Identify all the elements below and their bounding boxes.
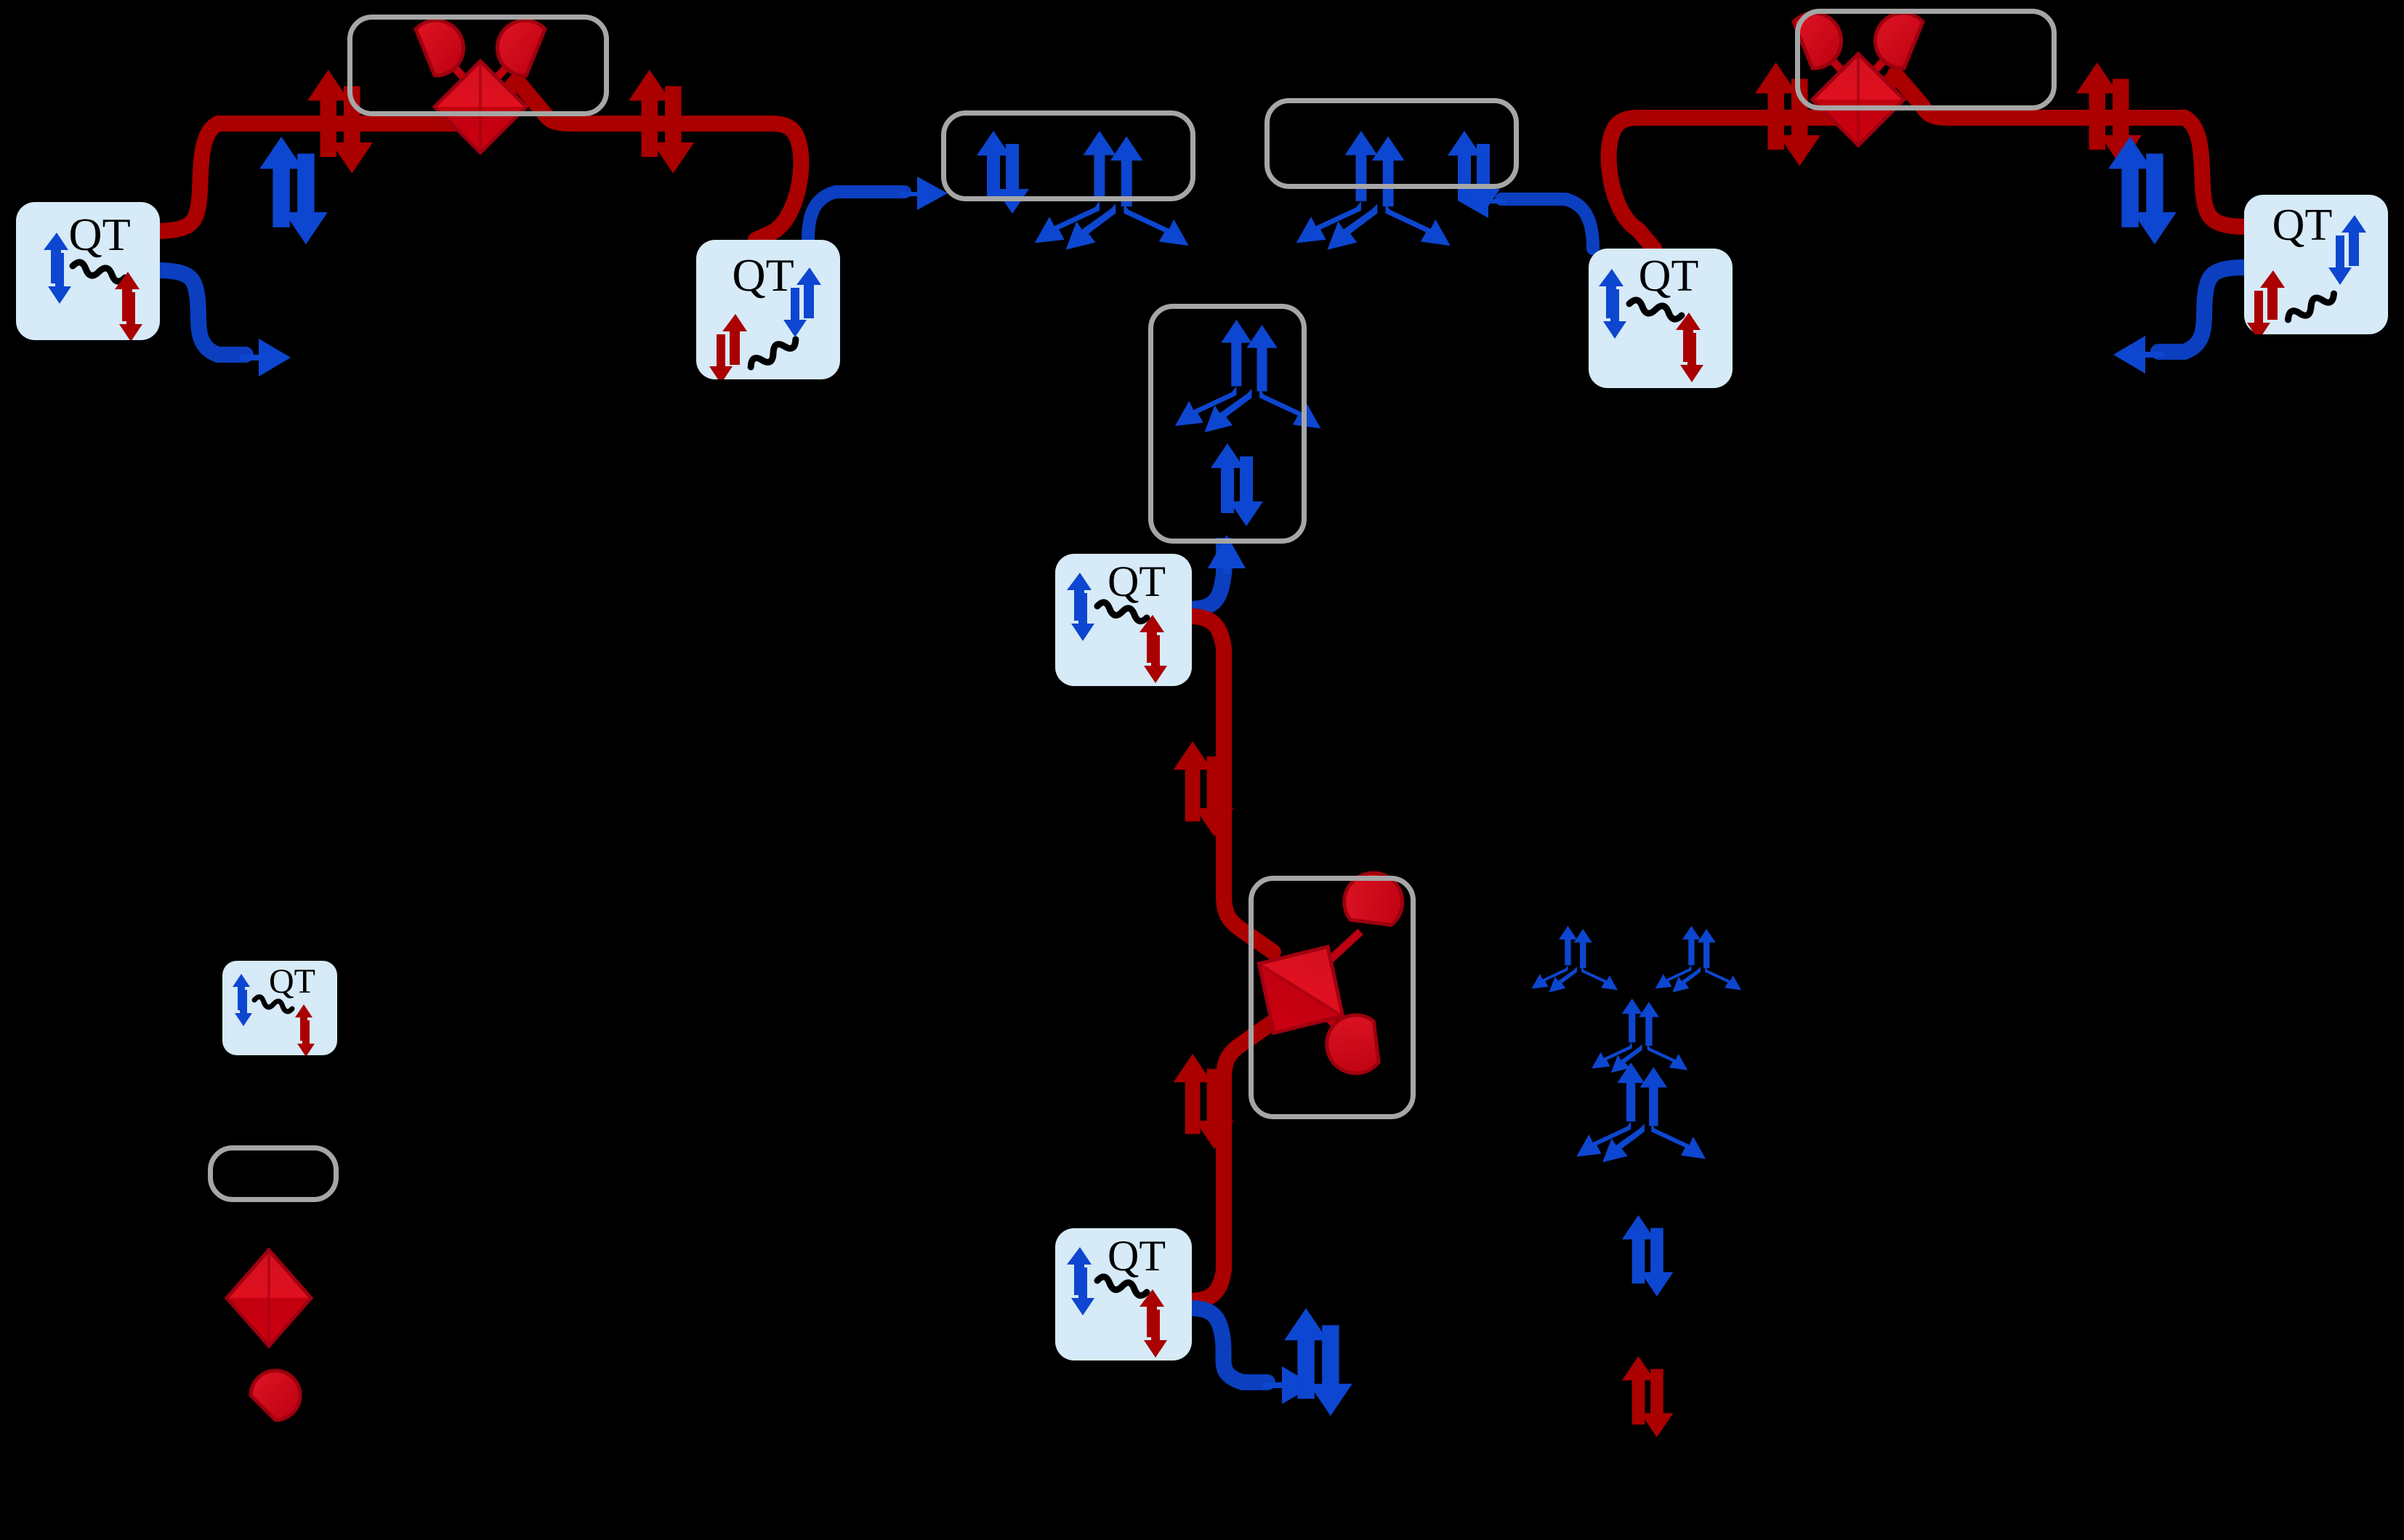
qt-node-center-top[interactable]: QT <box>1055 554 1192 686</box>
module-spin-right[interactable] <box>1264 98 1519 189</box>
module-bs-topright[interactable] <box>1795 9 2057 110</box>
module-spin-left[interactable] <box>941 110 1195 201</box>
module-bs-topleft-contents <box>414 18 547 156</box>
beamsplitter-diamond <box>1257 944 1345 1036</box>
link-center-qt-up <box>1182 535 1246 617</box>
qt-node-right-outer[interactable]: QT <box>2244 195 2388 340</box>
link-left-qt-down <box>149 262 291 376</box>
legend-burst-small-left <box>1531 926 1618 993</box>
module-bs-topright-contents <box>1791 11 1925 148</box>
link-inner-qt-to-spin <box>802 177 948 246</box>
half-disk-detector <box>414 18 466 78</box>
qt-node-center-bottom[interactable]: QT <box>1055 1228 1192 1360</box>
beamsplitter-diamond <box>432 58 529 156</box>
qt-label: QT <box>2272 201 2333 250</box>
qt-label: QT <box>269 962 315 1001</box>
link-bottom-qt-right <box>1182 1300 1314 1404</box>
qt-label: QT <box>1108 557 1166 605</box>
legend-qt-node: QT <box>222 961 337 1057</box>
qt-label: QT <box>732 249 794 301</box>
half-disk-detector <box>495 18 547 78</box>
legend-double-arrow-blue <box>1621 1215 1674 1297</box>
legend-burst-medium <box>1592 999 1688 1073</box>
module-bs-topleft[interactable] <box>347 15 609 116</box>
legend-double-arrow-red <box>1621 1356 1674 1438</box>
legend-detector <box>249 1368 302 1422</box>
half-disk-detector <box>1342 871 1405 927</box>
half-disk-detector <box>1325 1013 1381 1076</box>
beamsplitter-diamond <box>1810 51 1907 148</box>
qt-label: QT <box>68 209 130 260</box>
qt-label: QT <box>1639 251 1699 301</box>
module-bs-bottom[interactable] <box>1249 876 1416 1119</box>
link-bottom-qt-up <box>1182 1014 1281 1309</box>
legend-module-box <box>208 1145 339 1202</box>
spin-double-left <box>259 137 328 245</box>
qt-node-right-inner[interactable]: QT <box>1589 249 1733 388</box>
link-right-qt-to-bs <box>1887 66 2254 235</box>
module-spin-center[interactable] <box>1148 304 1307 544</box>
spin-double-bottom <box>1284 1308 1352 1416</box>
half-disk-detector <box>1873 11 1925 70</box>
legend-diamond <box>224 1247 314 1349</box>
module-bs-bottom-contents <box>1257 871 1405 1076</box>
qt-label: QT <box>1108 1232 1166 1280</box>
link-center-qt-down <box>1182 608 1281 960</box>
qt-node-left-inner[interactable]: QT <box>696 240 840 384</box>
link-bs-to-inner-qt <box>509 73 810 248</box>
qt-node-left-outer[interactable]: QT <box>16 202 160 342</box>
legend-burst-large <box>1576 1063 1706 1163</box>
link-right-qt-down <box>2113 259 2252 374</box>
legend-burst-small-right <box>1655 926 1742 993</box>
